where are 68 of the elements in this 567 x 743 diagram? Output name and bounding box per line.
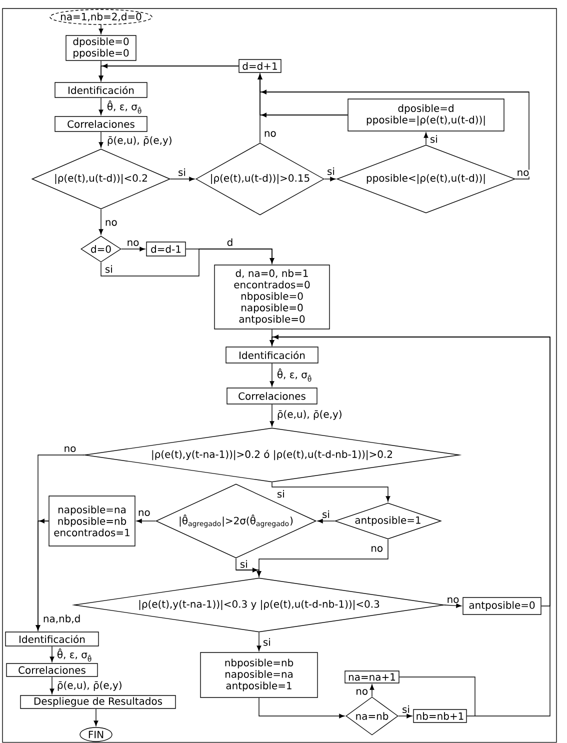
arrow	[270, 404, 274, 427]
edge-label: si	[239, 560, 248, 568]
arrow	[270, 363, 274, 387]
edge-label: si	[326, 166, 336, 176]
arrow	[258, 698, 345, 718]
arrow	[272, 482, 390, 502]
edge-label: ρ̄(e,u), ρ̄(e,y)	[106, 136, 173, 146]
arrow	[317, 518, 335, 524]
arrow	[98, 98, 104, 116]
arrow	[98, 209, 104, 235]
process-box: Identificación	[5, 632, 99, 646]
process-box: Correlaciones	[226, 388, 318, 404]
edge-label: si	[262, 638, 272, 646]
arrow	[121, 246, 146, 252]
process-box: Correlaciones	[54, 116, 148, 132]
process-box: Identificación	[54, 82, 148, 98]
arrow	[398, 714, 412, 718]
edge-label: si	[401, 704, 411, 714]
process-box: dposible=0 pposible=0	[66, 35, 136, 61]
edge-label: si	[177, 168, 187, 177]
edge-label: no	[370, 546, 384, 552]
edge-label: si	[104, 264, 114, 274]
process-box: naposible=na nbposible=nb encontrados=1	[48, 496, 136, 546]
process-box: antposible=0	[462, 597, 542, 615]
process-box: nbposible=nb naposible=na antposible=1	[200, 652, 318, 698]
arrow	[98, 24, 104, 34]
arrow	[50, 676, 54, 694]
edge-label: no	[516, 170, 530, 177]
process-box: nb=nb+1	[413, 709, 467, 723]
edge-label: no	[126, 240, 140, 247]
edge-label: no	[63, 446, 77, 453]
edge-label: no	[355, 688, 369, 696]
arrow	[258, 74, 262, 143]
edge-label: ρ̄(e,u), ρ̄(e,y)	[276, 410, 343, 420]
process-box: Identificación	[226, 346, 318, 364]
arrow	[94, 708, 98, 726]
process-box: na=na+1	[344, 670, 400, 684]
process-box: dposible=d pposible=|ρ(e(t),u(t-d))|	[348, 98, 504, 132]
edge-label: θ̂, ε, σ$_{θ̂}$	[56, 648, 93, 662]
process-box: Correlaciones	[6, 663, 98, 677]
arrow	[370, 684, 374, 697]
arrow	[50, 646, 54, 662]
arrow	[136, 518, 156, 524]
edge-label: si	[276, 489, 286, 498]
process-box: d, na=0, nb=1 encontrados=0 nbposible=0 naposible=0 antposible=0	[214, 264, 330, 330]
arrow	[98, 132, 104, 148]
process-box: d=d+1	[238, 59, 282, 73]
arrow	[100, 248, 274, 276]
edge-label: no	[104, 220, 118, 226]
edge-label: ρ̄(e,u), ρ̄(e,y)	[56, 680, 123, 692]
arrow	[98, 64, 239, 82]
edge-label: no	[446, 596, 460, 604]
edge-label: θ̂, ε, σ$_{θ̂}$	[276, 368, 313, 382]
arrow	[256, 632, 262, 652]
edge-label: no	[263, 130, 277, 138]
edge-label: no	[137, 510, 151, 517]
edge-label: si	[321, 510, 331, 519]
arrow	[324, 176, 336, 182]
edge-label: d	[226, 238, 234, 247]
arrow	[170, 176, 195, 182]
process-box: Despliegue de Resultados	[20, 695, 176, 709]
edge-label: si	[429, 134, 438, 144]
arrow	[36, 518, 49, 631]
arrow	[424, 132, 428, 145]
process-box: d=d-1	[146, 242, 186, 256]
arrow	[256, 539, 388, 577]
arrow	[444, 603, 462, 608]
edge-label: θ̂, ε, σ$_{θ̂}$	[106, 100, 143, 114]
